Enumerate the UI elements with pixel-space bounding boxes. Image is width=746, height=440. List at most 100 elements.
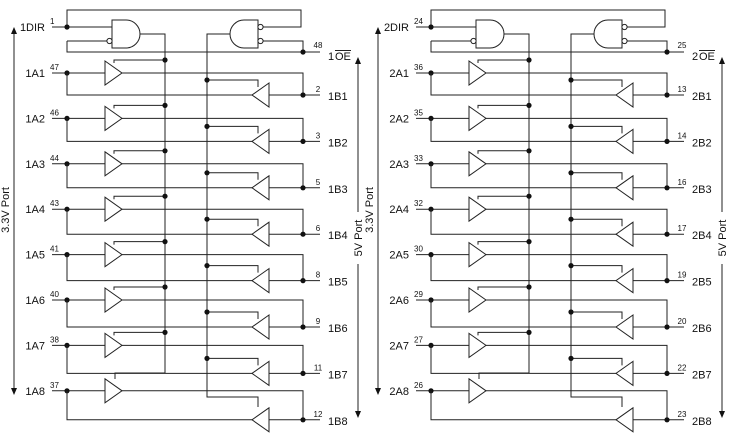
a-pin-number: 30 (414, 245, 423, 254)
buffer-a-to-b (468, 377, 487, 404)
oe-label: OE (699, 51, 715, 63)
inverter-bubble (257, 23, 264, 31)
wire (122, 344, 304, 374)
b-port-label: 2B7 (692, 369, 712, 381)
arrowhead-down-icon (375, 388, 381, 395)
wire (66, 73, 252, 96)
b-port-label: 2B6 (692, 323, 712, 335)
buffer-b-to-a (251, 314, 270, 340)
buffer-a-to-b (468, 241, 487, 268)
right-port-label: 5V Port (717, 220, 729, 257)
wire (477, 286, 529, 290)
b-port-label: 1B3 (328, 184, 348, 196)
wire (486, 208, 668, 235)
arrowhead-down-icon (11, 388, 17, 395)
buffer-b-to-a (615, 82, 634, 108)
a-pin-number: 47 (50, 63, 59, 72)
wire (207, 172, 259, 180)
junction-dot (204, 170, 210, 176)
buffer-a-to-b (468, 105, 487, 132)
wire (571, 79, 623, 87)
a-port-label: 1A1 (25, 68, 45, 80)
junction-dot (64, 24, 70, 30)
junction-dot (568, 170, 574, 176)
buffer-b-to-a (615, 174, 634, 201)
and-gate-inverted-inputs (229, 19, 259, 49)
junction-dot (428, 24, 434, 30)
wire (571, 172, 623, 180)
a-port-label: 1A7 (25, 340, 45, 352)
wire (207, 218, 259, 227)
wire (430, 9, 666, 28)
a-port-label: 1A6 (25, 295, 45, 307)
oe-prefix: 2 (692, 51, 698, 63)
left-port-label: 3.3V Port (364, 187, 376, 233)
junction-dot (300, 138, 306, 144)
b-pin-number: 6 (316, 224, 321, 233)
left-port-label: 3.3V Port (0, 187, 12, 233)
junction-dot (162, 329, 168, 335)
wire (122, 254, 304, 281)
wire (122, 117, 304, 142)
buffer-b-to-a (251, 128, 270, 155)
buffer-b-to-a (251, 267, 270, 294)
b-pin-number: 11 (314, 363, 323, 372)
inverter-bubble (470, 37, 477, 45)
arrowhead-down-icon (719, 411, 725, 418)
junction-dot (300, 324, 306, 330)
a-port-label: 1A2 (25, 113, 45, 125)
wire (486, 163, 668, 188)
b-pin-number: 14 (678, 131, 687, 140)
wire (486, 344, 668, 374)
wire (66, 209, 252, 235)
a-port-label: 1A5 (25, 250, 45, 262)
a-pin-number: 38 (50, 335, 59, 344)
a-pin-number: 41 (50, 245, 59, 254)
a-pin-number: 26 (414, 381, 423, 390)
junction-dot (526, 329, 532, 335)
buffer-a-to-b (468, 60, 487, 86)
b-port-label: 1B4 (328, 230, 348, 242)
junction-dot (64, 206, 70, 212)
buffer-b-to-a (251, 221, 270, 248)
wire (477, 104, 529, 109)
wire (113, 286, 165, 290)
wire (113, 195, 165, 200)
junction-dot (64, 161, 70, 167)
b-port-label: 2B2 (692, 137, 712, 149)
buffer-a-to-b (104, 60, 123, 86)
b-port-label: 1B1 (328, 91, 348, 103)
arrowhead-up-icon (719, 57, 725, 64)
a-port-label: 1A8 (25, 386, 45, 398)
junction-dot (664, 231, 670, 237)
buffer-a-to-b (104, 105, 123, 132)
wire (207, 311, 259, 319)
wire (430, 390, 616, 421)
junction-dot (526, 193, 532, 199)
wire (66, 163, 252, 189)
junction-dot (300, 49, 306, 55)
wire (207, 125, 259, 134)
wire (66, 345, 252, 374)
wire (122, 208, 304, 235)
junction-dot (664, 92, 670, 98)
inverter-bubble (106, 37, 113, 45)
oe-label: OE (335, 51, 351, 63)
inverter-bubble (621, 37, 628, 45)
buffer-a-to-b (468, 332, 487, 359)
wire (113, 150, 165, 154)
b-pin-number: 19 (678, 271, 687, 280)
buffer-b-to-a (615, 221, 634, 248)
a-port-label: 2A6 (389, 295, 409, 307)
junction-dot (664, 324, 670, 330)
a-port-label: 2A5 (389, 250, 409, 262)
junction-dot (664, 370, 670, 376)
buffer-a-to-b (468, 150, 487, 177)
oe-prefix: 1 (328, 51, 334, 63)
a-port-label: 2A4 (389, 204, 409, 216)
a-pin-number: 29 (414, 290, 423, 299)
